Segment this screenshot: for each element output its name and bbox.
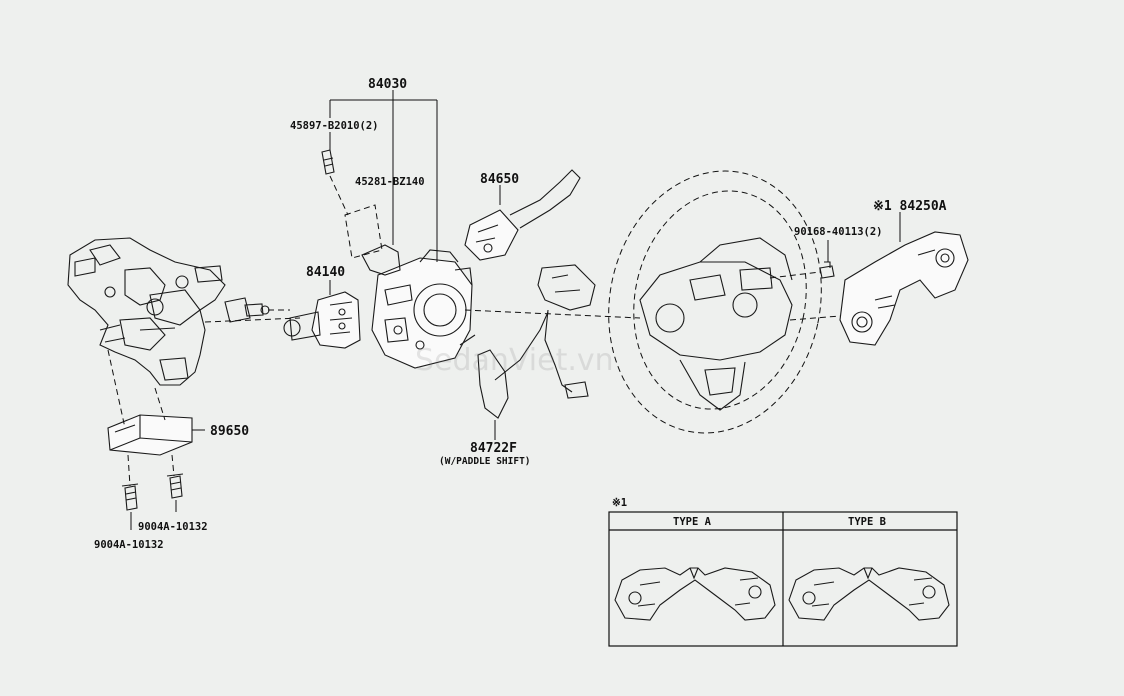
type-b-switch-drawing <box>788 567 950 621</box>
bracket-84030 <box>329 90 438 262</box>
watermark: SedanViet.vn <box>415 343 614 378</box>
part-label-45897: 45897-B2010(2) <box>290 120 379 132</box>
variant-table <box>608 511 958 647</box>
part-label-45281: 45281-BZ140 <box>355 176 425 188</box>
part-note-paddle-shift: (W/PADDLE SHIFT) <box>439 456 531 467</box>
type-a-switch-drawing <box>614 567 776 621</box>
part-label-bolt-left: 9004A-10132 <box>94 539 164 551</box>
wiper-switch <box>464 169 581 261</box>
bolt-left <box>121 483 139 511</box>
part-label-84030: 84030 <box>368 77 407 92</box>
turn-signal-switch <box>283 291 361 349</box>
part-label-bolt-right: 9004A-10132 <box>138 521 208 533</box>
ignition-barrel <box>224 297 270 323</box>
steering-pad-switch <box>839 231 969 346</box>
combination-switch-body <box>371 249 476 369</box>
steering-column <box>67 237 226 386</box>
bolt-right <box>166 473 184 499</box>
part-label-84650: 84650 <box>480 172 519 187</box>
inset-type-b-label: TYPE B <box>848 516 886 528</box>
inset-type-a-label: TYPE A <box>673 516 712 528</box>
part-label-84722f: 84722F <box>470 441 517 456</box>
inset-marker: ※1 <box>612 497 627 509</box>
ecu-89650 <box>107 414 193 456</box>
part-label-84250a: ※1 84250A <box>873 199 947 214</box>
steering-wheel <box>608 170 822 434</box>
paddle-shift <box>477 264 596 419</box>
part-label-84140: 84140 <box>306 265 345 280</box>
clip-45281 <box>344 204 401 276</box>
screw-90168 <box>819 261 835 279</box>
screw-45897 <box>321 149 335 175</box>
part-label-89650: 89650 <box>210 424 249 439</box>
part-label-90168: 90168-40113(2) <box>794 226 883 238</box>
